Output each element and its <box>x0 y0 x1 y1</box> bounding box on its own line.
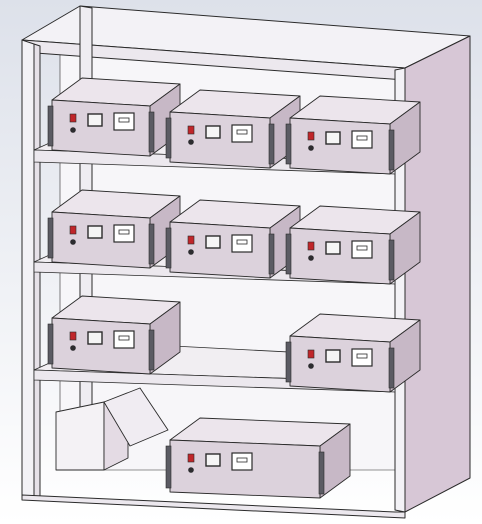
box-lid <box>103 387 169 447</box>
power-indicator-icon <box>69 225 77 235</box>
rack-handle-icon <box>285 233 292 275</box>
display-window-icon <box>325 349 341 363</box>
label-plate-icon <box>231 124 253 143</box>
knob-icon <box>188 467 194 473</box>
label-plate-mark <box>356 135 368 141</box>
display-window-icon <box>205 453 221 467</box>
rack-handle-icon <box>318 451 325 495</box>
rack-handle-icon <box>388 239 395 281</box>
rack-handle-icon <box>388 347 395 389</box>
label-plate-mark <box>118 335 130 341</box>
knob-icon <box>308 145 314 151</box>
equipment-unit <box>285 205 421 285</box>
power-indicator-icon <box>187 235 195 245</box>
display-window-icon <box>325 131 341 145</box>
rack-handle-icon <box>148 111 155 153</box>
power-indicator-icon <box>187 125 195 135</box>
left-front-post <box>21 39 35 501</box>
label-plate-icon <box>113 330 135 349</box>
rack-handle-icon <box>165 117 172 159</box>
knob-icon <box>70 239 76 245</box>
knob-icon <box>308 363 314 369</box>
knob-icon <box>188 249 194 255</box>
label-plate-icon <box>113 224 135 243</box>
power-indicator-icon <box>307 131 315 141</box>
rack-handle-icon <box>388 129 395 171</box>
label-plate-mark <box>236 457 248 463</box>
label-plate-icon <box>351 240 373 259</box>
power-indicator-icon <box>307 349 315 359</box>
power-indicator-icon <box>187 453 195 463</box>
label-plate-icon <box>351 130 373 149</box>
label-plate-mark <box>118 117 130 123</box>
label-plate-mark <box>236 239 248 245</box>
display-window-icon <box>87 331 103 345</box>
rack-handle-icon <box>268 123 275 165</box>
power-indicator-icon <box>69 113 77 123</box>
display-window-icon <box>325 241 341 255</box>
rack-handle-icon <box>285 123 292 165</box>
unit-front-panel <box>289 117 391 175</box>
equipment-unit <box>165 89 301 169</box>
knob-icon <box>70 345 76 351</box>
rack-handle-icon <box>148 223 155 265</box>
display-window-icon <box>87 113 103 127</box>
equipment-unit <box>47 189 181 269</box>
label-plate-mark <box>236 129 248 135</box>
equipment-unit <box>285 313 421 393</box>
unit-front-panel <box>51 317 151 375</box>
label-plate-icon <box>231 234 253 253</box>
unit-front-panel <box>289 335 391 393</box>
display-window-icon <box>205 125 221 139</box>
box-front <box>55 401 105 471</box>
label-plate-mark <box>356 245 368 251</box>
rack-handle-icon <box>285 341 292 383</box>
label-plate-icon <box>351 348 373 367</box>
rack-handle-icon <box>47 323 54 365</box>
display-window-icon <box>87 225 103 239</box>
rack-handle-icon <box>47 105 54 147</box>
base-board <box>21 494 406 519</box>
label-plate-mark <box>356 353 368 359</box>
unit-front-panel <box>289 227 391 285</box>
display-window-icon <box>205 235 221 249</box>
equipment-unit <box>165 417 351 499</box>
rack-handle-icon <box>165 445 172 489</box>
unit-front-panel <box>169 111 271 169</box>
knob-icon <box>188 139 194 145</box>
unit-front-panel <box>169 221 271 279</box>
power-indicator-icon <box>307 241 315 251</box>
open-box <box>55 387 169 471</box>
unit-front-panel <box>51 211 151 269</box>
knob-icon <box>70 127 76 133</box>
equipment-units <box>47 77 421 499</box>
rack-handle-icon <box>148 329 155 371</box>
label-plate-mark <box>118 229 130 235</box>
rack-handle-icon <box>268 233 275 275</box>
equipment-unit <box>47 77 181 157</box>
unit-front-panel <box>51 99 151 157</box>
equipment-unit <box>165 199 301 279</box>
equipment-unit <box>47 295 181 375</box>
label-plate-icon <box>113 112 135 131</box>
equipment-unit <box>285 95 421 175</box>
label-plate-icon <box>231 452 253 471</box>
rack-handle-icon <box>47 217 54 259</box>
rack-handle-icon <box>165 227 172 269</box>
knob-icon <box>308 255 314 261</box>
power-indicator-icon <box>69 331 77 341</box>
